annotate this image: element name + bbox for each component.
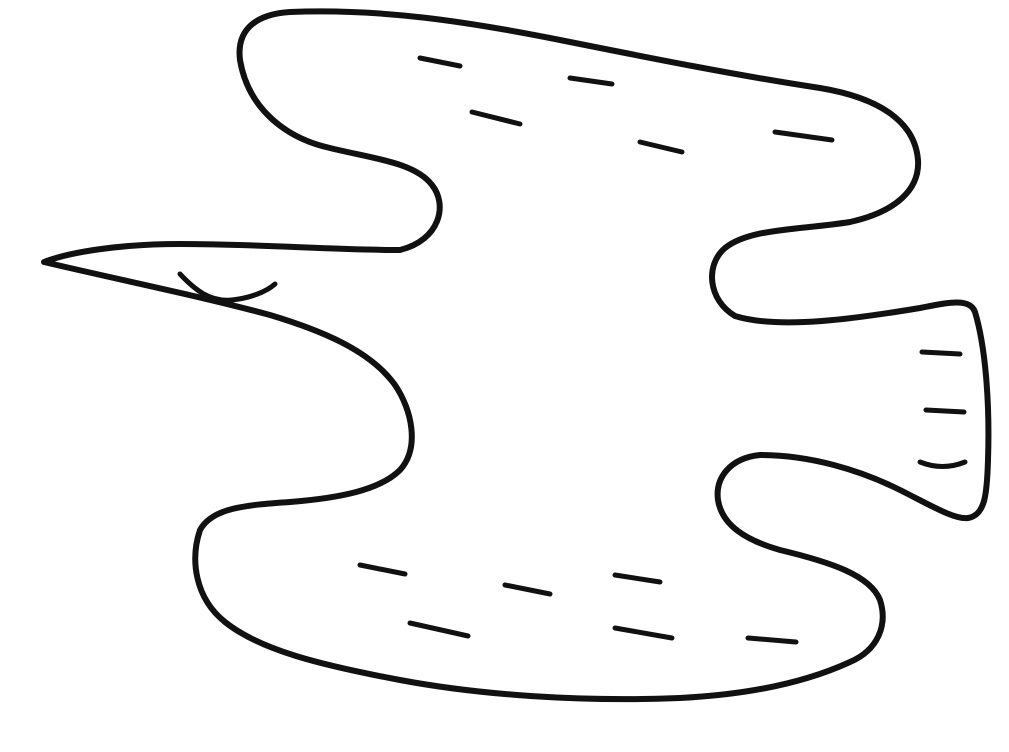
- lower-wing-feather-dash: [357, 562, 408, 577]
- upper-wing-feather-dash: [772, 129, 835, 143]
- lower-wing-feather-dash: [612, 572, 663, 585]
- tail-feather-dash: [917, 459, 968, 469]
- tail-feather-dash: [919, 349, 963, 357]
- lower-wing-feather-dash: [407, 620, 471, 639]
- lower-wing-feather-dash: [502, 582, 553, 597]
- upper-wing-feather-dash: [567, 75, 615, 87]
- tail-feather-dash: [923, 407, 967, 415]
- lower-wing-feather-dash: [745, 635, 799, 645]
- eye-mark: [177, 271, 278, 303]
- upper-wing-feather-dash: [417, 55, 463, 69]
- upper-wing-feather-dash: [637, 139, 685, 155]
- upper-wing-feather-dash: [469, 109, 523, 127]
- lower-wing-feather-dash: [612, 625, 675, 641]
- bird-body-outline: [41, 8, 992, 703]
